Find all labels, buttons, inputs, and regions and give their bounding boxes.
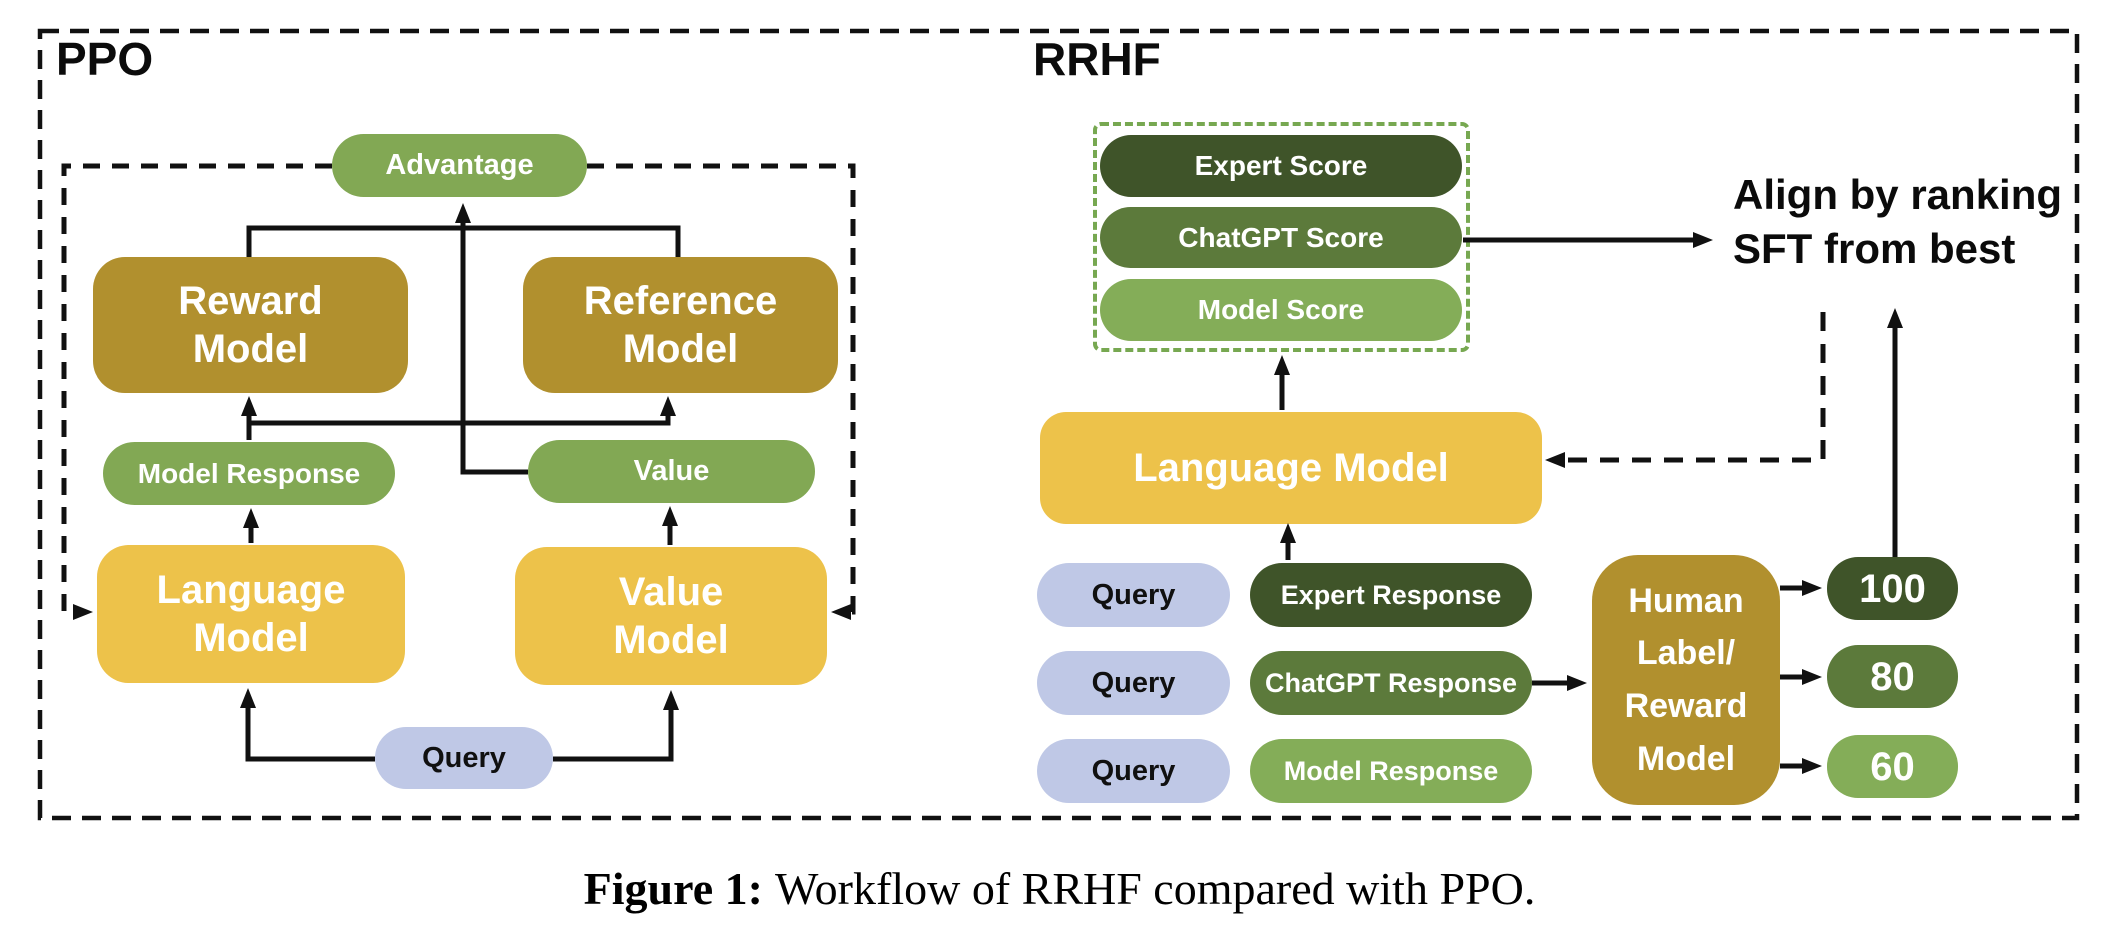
- rrhf-expert-response-label: Expert Response: [1280, 579, 1502, 610]
- rrhf-align-feedback-dashed-arrow: [1545, 312, 1826, 468]
- rrhf-human-label-line3: Reward: [1624, 687, 1748, 725]
- rrhf-chatgpt-score-label: ChatGPT Score: [1178, 221, 1384, 253]
- rrhf-query-label-3: Query: [1091, 754, 1176, 787]
- ppo-panel-title: PPO: [56, 33, 154, 85]
- ppo-language-model-line1: Language: [156, 568, 346, 612]
- rrhf-human-label-box: Human Label/ Reward Model: [1592, 555, 1780, 805]
- ppo-language-model-line2: Model: [193, 616, 309, 660]
- rrhf-model-score-label: Model Score: [1197, 294, 1365, 326]
- ppo-reward-model-line1: Reward: [178, 279, 323, 323]
- figure-caption: Figure 1:Workflow of RRHF compared with …: [0, 862, 2119, 915]
- rrhf-chatgpt-response-label: ChatGPT Response: [1264, 667, 1518, 698]
- ppo-query-label: Query: [422, 741, 506, 774]
- rrhf-human-label-line1: Human: [1628, 581, 1744, 620]
- rrhf-model-response-pill: Model Response: [1250, 739, 1532, 803]
- rrhf-model-response-label: Model Response: [1283, 755, 1499, 786]
- rrhf-score-80-pill: 80: [1827, 645, 1958, 708]
- figure-caption-text: Workflow of RRHF compared with PPO.: [774, 863, 1536, 914]
- ppo-reward-model-box: Reward Model: [93, 257, 408, 393]
- ppo-models-to-advantage-line: [246, 225, 681, 257]
- ppo-value-label: Value: [633, 455, 710, 488]
- rrhf-chatgpt-score-pill: ChatGPT Score: [1100, 207, 1462, 268]
- rrhf-human-label-line4: Model: [1636, 739, 1736, 778]
- ppo-query-to-lm-arrow: [240, 688, 375, 762]
- ppo-value-model-box: Value Model: [515, 547, 827, 685]
- rrhf-align-note: Align by ranking SFT from best: [1733, 168, 2093, 276]
- ppo-value-model-line2: Model: [613, 618, 729, 662]
- ppo-query-to-vm-arrow: [553, 690, 679, 762]
- rrhf-score-100-pill: 100: [1827, 557, 1958, 620]
- rrhf-align-note-line2: SFT from best: [1733, 225, 2016, 272]
- ppo-query-pill: Query: [375, 727, 553, 789]
- rrhf-query-pill-2: Query: [1037, 651, 1230, 715]
- ppo-advantage-pill: Advantage: [332, 134, 587, 197]
- ppo-reward-model-line2: Model: [192, 327, 309, 371]
- rrhf-chatgpt-response-pill: ChatGPT Response: [1250, 651, 1532, 715]
- ppo-reference-model-line1: Reference: [583, 279, 778, 323]
- rrhf-query-label-2: Query: [1091, 666, 1176, 699]
- ppo-reference-model-box: Reference Model: [523, 257, 838, 393]
- rrhf-score-100-label: 100: [1859, 566, 1926, 611]
- rrhf-score-60-pill: 60: [1827, 735, 1958, 798]
- ppo-model-response-pill: Model Response: [103, 442, 395, 505]
- rrhf-language-model-label: Language Model: [1133, 446, 1449, 490]
- figure-caption-prefix: Figure 1:: [583, 863, 763, 914]
- rrhf-expert-score-label: Expert Score: [1194, 150, 1368, 182]
- rrhf-query-pill-3: Query: [1037, 739, 1230, 803]
- ppo-response-to-reference-arrow: [249, 396, 676, 426]
- rrhf-query-label-1: Query: [1091, 578, 1176, 611]
- ppo-value-model-line1: Value: [618, 570, 724, 614]
- rrhf-score-60-label: 60: [1870, 744, 1915, 789]
- ppo-reference-model-line2: Model: [622, 327, 739, 371]
- ppo-language-model-box: Language Model: [97, 545, 405, 683]
- ppo-value-to-advantage-arrow: [455, 203, 528, 475]
- rrhf-model-score-pill: Model Score: [1100, 279, 1462, 341]
- rrhf-human-label-line2: Label/: [1636, 634, 1736, 673]
- rrhf-language-model-box: Language Model: [1040, 412, 1542, 524]
- ppo-value-pill: Value: [528, 440, 815, 503]
- rrhf-panel-title: RRHF: [1033, 33, 1161, 85]
- rrhf-query-pill-1: Query: [1037, 563, 1230, 627]
- rrhf-score-80-label: 80: [1870, 654, 1915, 699]
- rrhf-align-note-line1: Align by ranking: [1733, 171, 2063, 218]
- rrhf-expert-response-pill: Expert Response: [1250, 563, 1532, 627]
- ppo-advantage-label: Advantage: [385, 149, 534, 182]
- rrhf-expert-score-pill: Expert Score: [1100, 135, 1462, 197]
- ppo-model-response-label: Model Response: [137, 457, 361, 489]
